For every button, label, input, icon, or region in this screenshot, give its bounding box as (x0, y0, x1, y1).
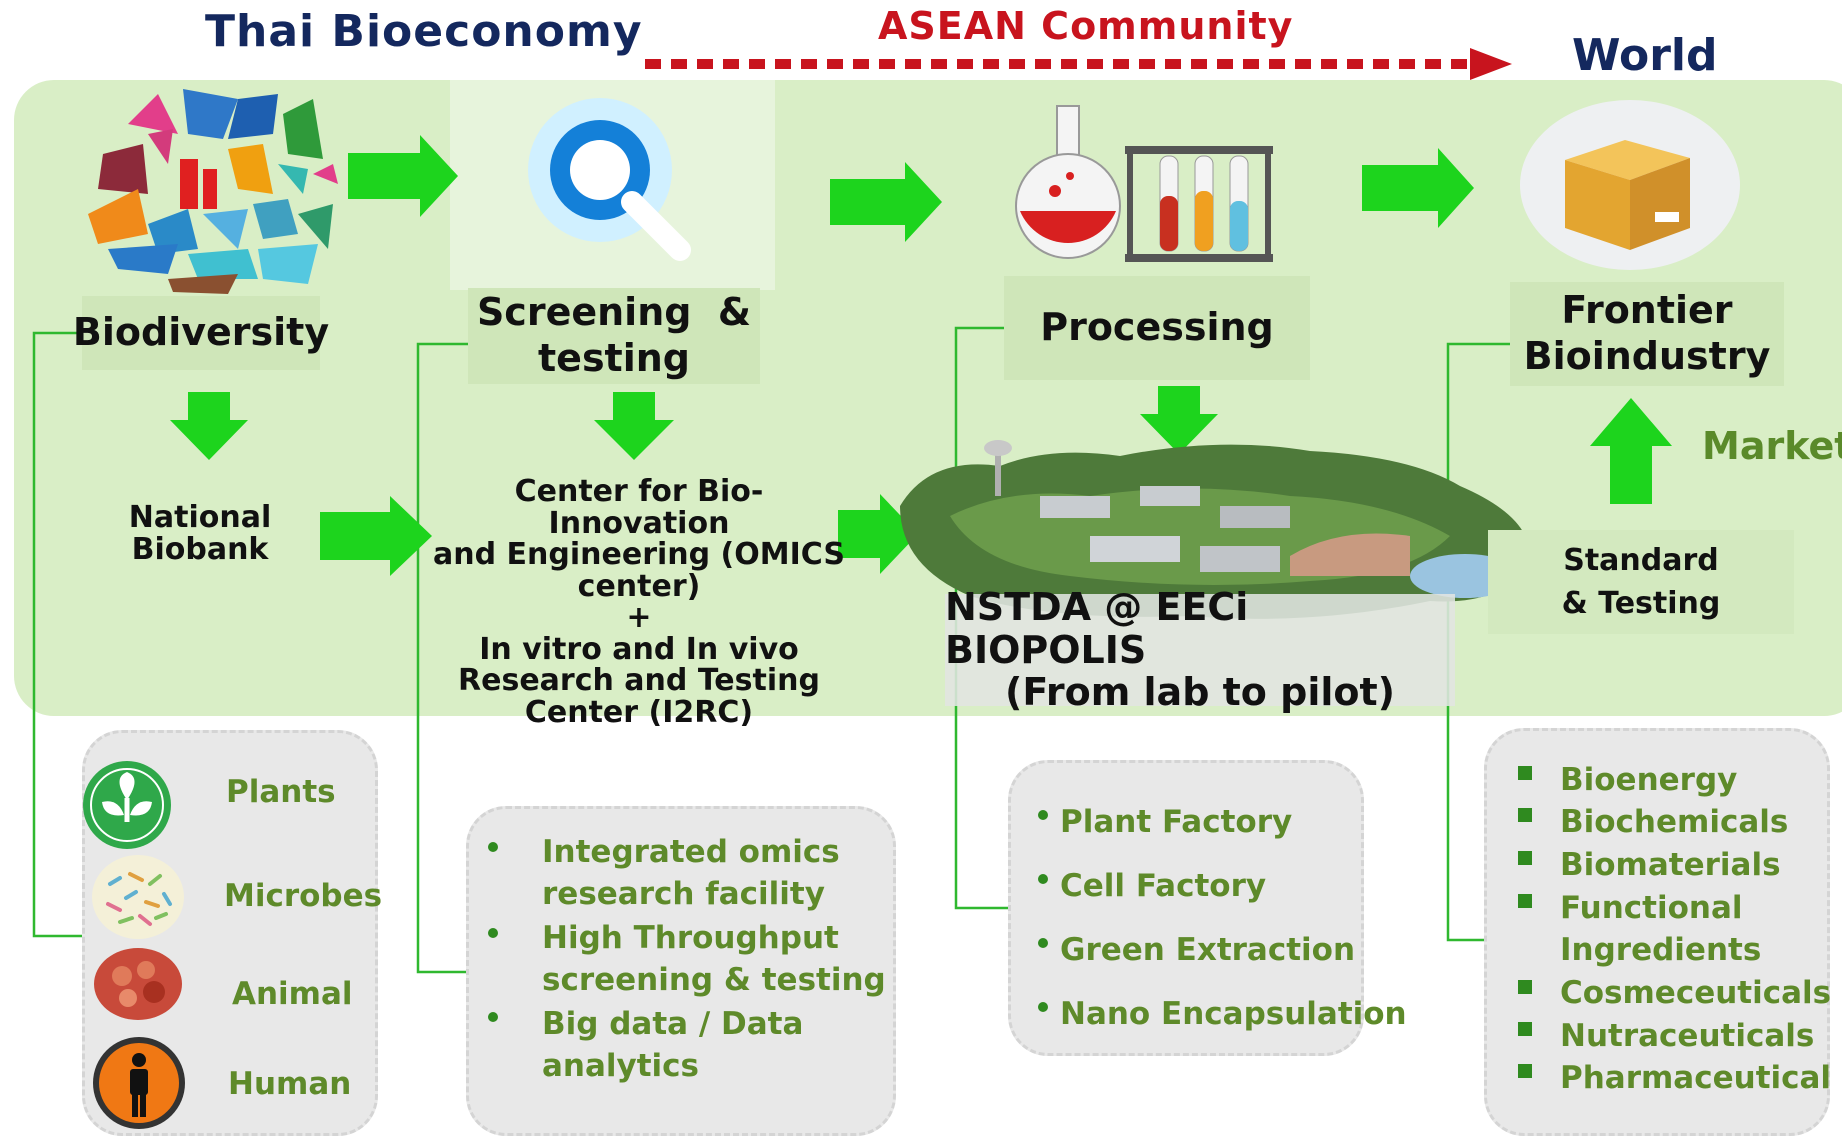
arrow-right-2 (830, 162, 942, 242)
frontier-label-line2: Bioindustry (1523, 334, 1771, 378)
frontier-bioindustry-stage: Frontier Bioindustry (1510, 282, 1784, 386)
bullet-icon (488, 1012, 498, 1022)
screening-label-line1: Screening & (476, 290, 752, 335)
market-label: Market (1702, 424, 1842, 468)
biodiversity-stage: Biodiversity (73, 296, 329, 370)
national-biobank-label: National Biobank (120, 502, 280, 565)
industry-item: Ingredients (1560, 932, 1762, 968)
omics-line: Center (I2RC) (524, 694, 754, 730)
microbes-icon (92, 855, 184, 939)
thai-bioeconomy-title: Thai Bioeconomy (205, 6, 643, 57)
processing-item: Plant Factory (1060, 804, 1293, 840)
arrow-down-3 (1140, 386, 1218, 454)
bioindustry-items-card (1484, 728, 1830, 1136)
processing-item: Green Extraction (1060, 932, 1356, 968)
biobank-line2: Biobank (131, 531, 269, 567)
omics-line: Center for Bio-Innovation (514, 474, 764, 541)
omics-center-label: Center for Bio-Innovation and Engineerin… (430, 476, 848, 728)
bullet-icon (1518, 851, 1532, 865)
screening-items-card (466, 806, 896, 1136)
omics-line: and Engineering (OMICS (433, 537, 845, 572)
frontier-label-line1: Frontier (1561, 288, 1733, 333)
bullet-icon (1518, 1022, 1532, 1036)
bullet-icon (1518, 808, 1532, 822)
biodiversity-item: Animal (232, 976, 353, 1012)
arrow-right-4 (320, 496, 432, 576)
industry-item: Bioenergy (1560, 762, 1738, 798)
bullet-icon (1518, 1064, 1532, 1078)
cell-icon (94, 948, 182, 1020)
screening-item: High Throughput (542, 920, 839, 956)
bullet-icon (1038, 1002, 1048, 1012)
industry-item: Pharmaceutical (1560, 1060, 1832, 1096)
screening-item: analytics (542, 1048, 700, 1084)
arrow-down-1 (170, 392, 248, 460)
biodiversity-item: Microbes (224, 878, 383, 914)
screening-item: Integrated omics (542, 834, 840, 870)
standard-line1: Standard (1563, 542, 1719, 578)
asean-community-title: ASEAN Community (878, 4, 1294, 48)
processing-item: Nano Encapsulation (1060, 996, 1407, 1032)
screening-stage: Screening & testing (468, 288, 760, 384)
plant-icon (83, 761, 171, 849)
human-icon (93, 1037, 185, 1129)
arrow-down-2 (594, 392, 674, 460)
bullet-icon (488, 928, 498, 938)
industry-item: Biomaterials (1560, 847, 1781, 883)
omics-line: + (626, 600, 652, 635)
industry-item: Cosmeceuticals (1560, 975, 1832, 1011)
biodiversity-item: Plants (226, 774, 336, 810)
screening-label-line2: testing (538, 336, 690, 380)
biobank-line1: National (128, 500, 272, 535)
omics-line: Research and Testing (458, 663, 820, 698)
world-title: World (1572, 30, 1718, 81)
arrow-right-3 (1362, 148, 1474, 228)
magnifier-icon (528, 98, 691, 261)
bullet-icon (1038, 938, 1048, 948)
industry-item: Biochemicals (1560, 804, 1789, 840)
arrow-right-1 (348, 135, 458, 217)
screening-item: research facility (542, 876, 825, 912)
bullet-icon (1518, 766, 1532, 780)
omics-line: In vitro and In vivo (479, 631, 799, 667)
standard-testing-box: Standard & Testing (1488, 530, 1794, 634)
processing-item: Cell Factory (1060, 868, 1267, 904)
omics-line: center) (577, 568, 701, 604)
nstda-biopolis-label: NSTDA @ EECi BIOPOLIS (From lab to pilot… (945, 586, 1455, 713)
bullet-icon (1518, 980, 1532, 994)
screening-item: Big data / Data (542, 1006, 804, 1042)
box-icon (1520, 100, 1740, 270)
standard-line2: & Testing (1561, 586, 1721, 621)
nstda-line2: (From lab to pilot) (1004, 670, 1396, 715)
industry-item: Functional (1560, 890, 1743, 926)
origami-animals-icon (88, 89, 338, 294)
bullet-icon (488, 842, 498, 852)
arrow-up-market (1590, 398, 1672, 504)
bullet-icon (1038, 810, 1048, 820)
biodiversity-label: Biodiversity (72, 310, 330, 355)
arrow-right-5 (838, 494, 918, 574)
industry-item: Nutraceuticals (1560, 1018, 1815, 1054)
processing-items-card (1008, 760, 1364, 1056)
screening-item: screening & testing (542, 962, 886, 998)
bullet-icon (1038, 874, 1048, 884)
biodiversity-item: Human (228, 1066, 352, 1102)
processing-label: Processing (1040, 305, 1274, 350)
processing-stage: Processing (1004, 276, 1310, 380)
lab-flask-icon (1015, 105, 1273, 262)
nstda-line1: NSTDA @ EECi BIOPOLIS (945, 585, 1249, 672)
bullet-icon (1518, 894, 1532, 908)
